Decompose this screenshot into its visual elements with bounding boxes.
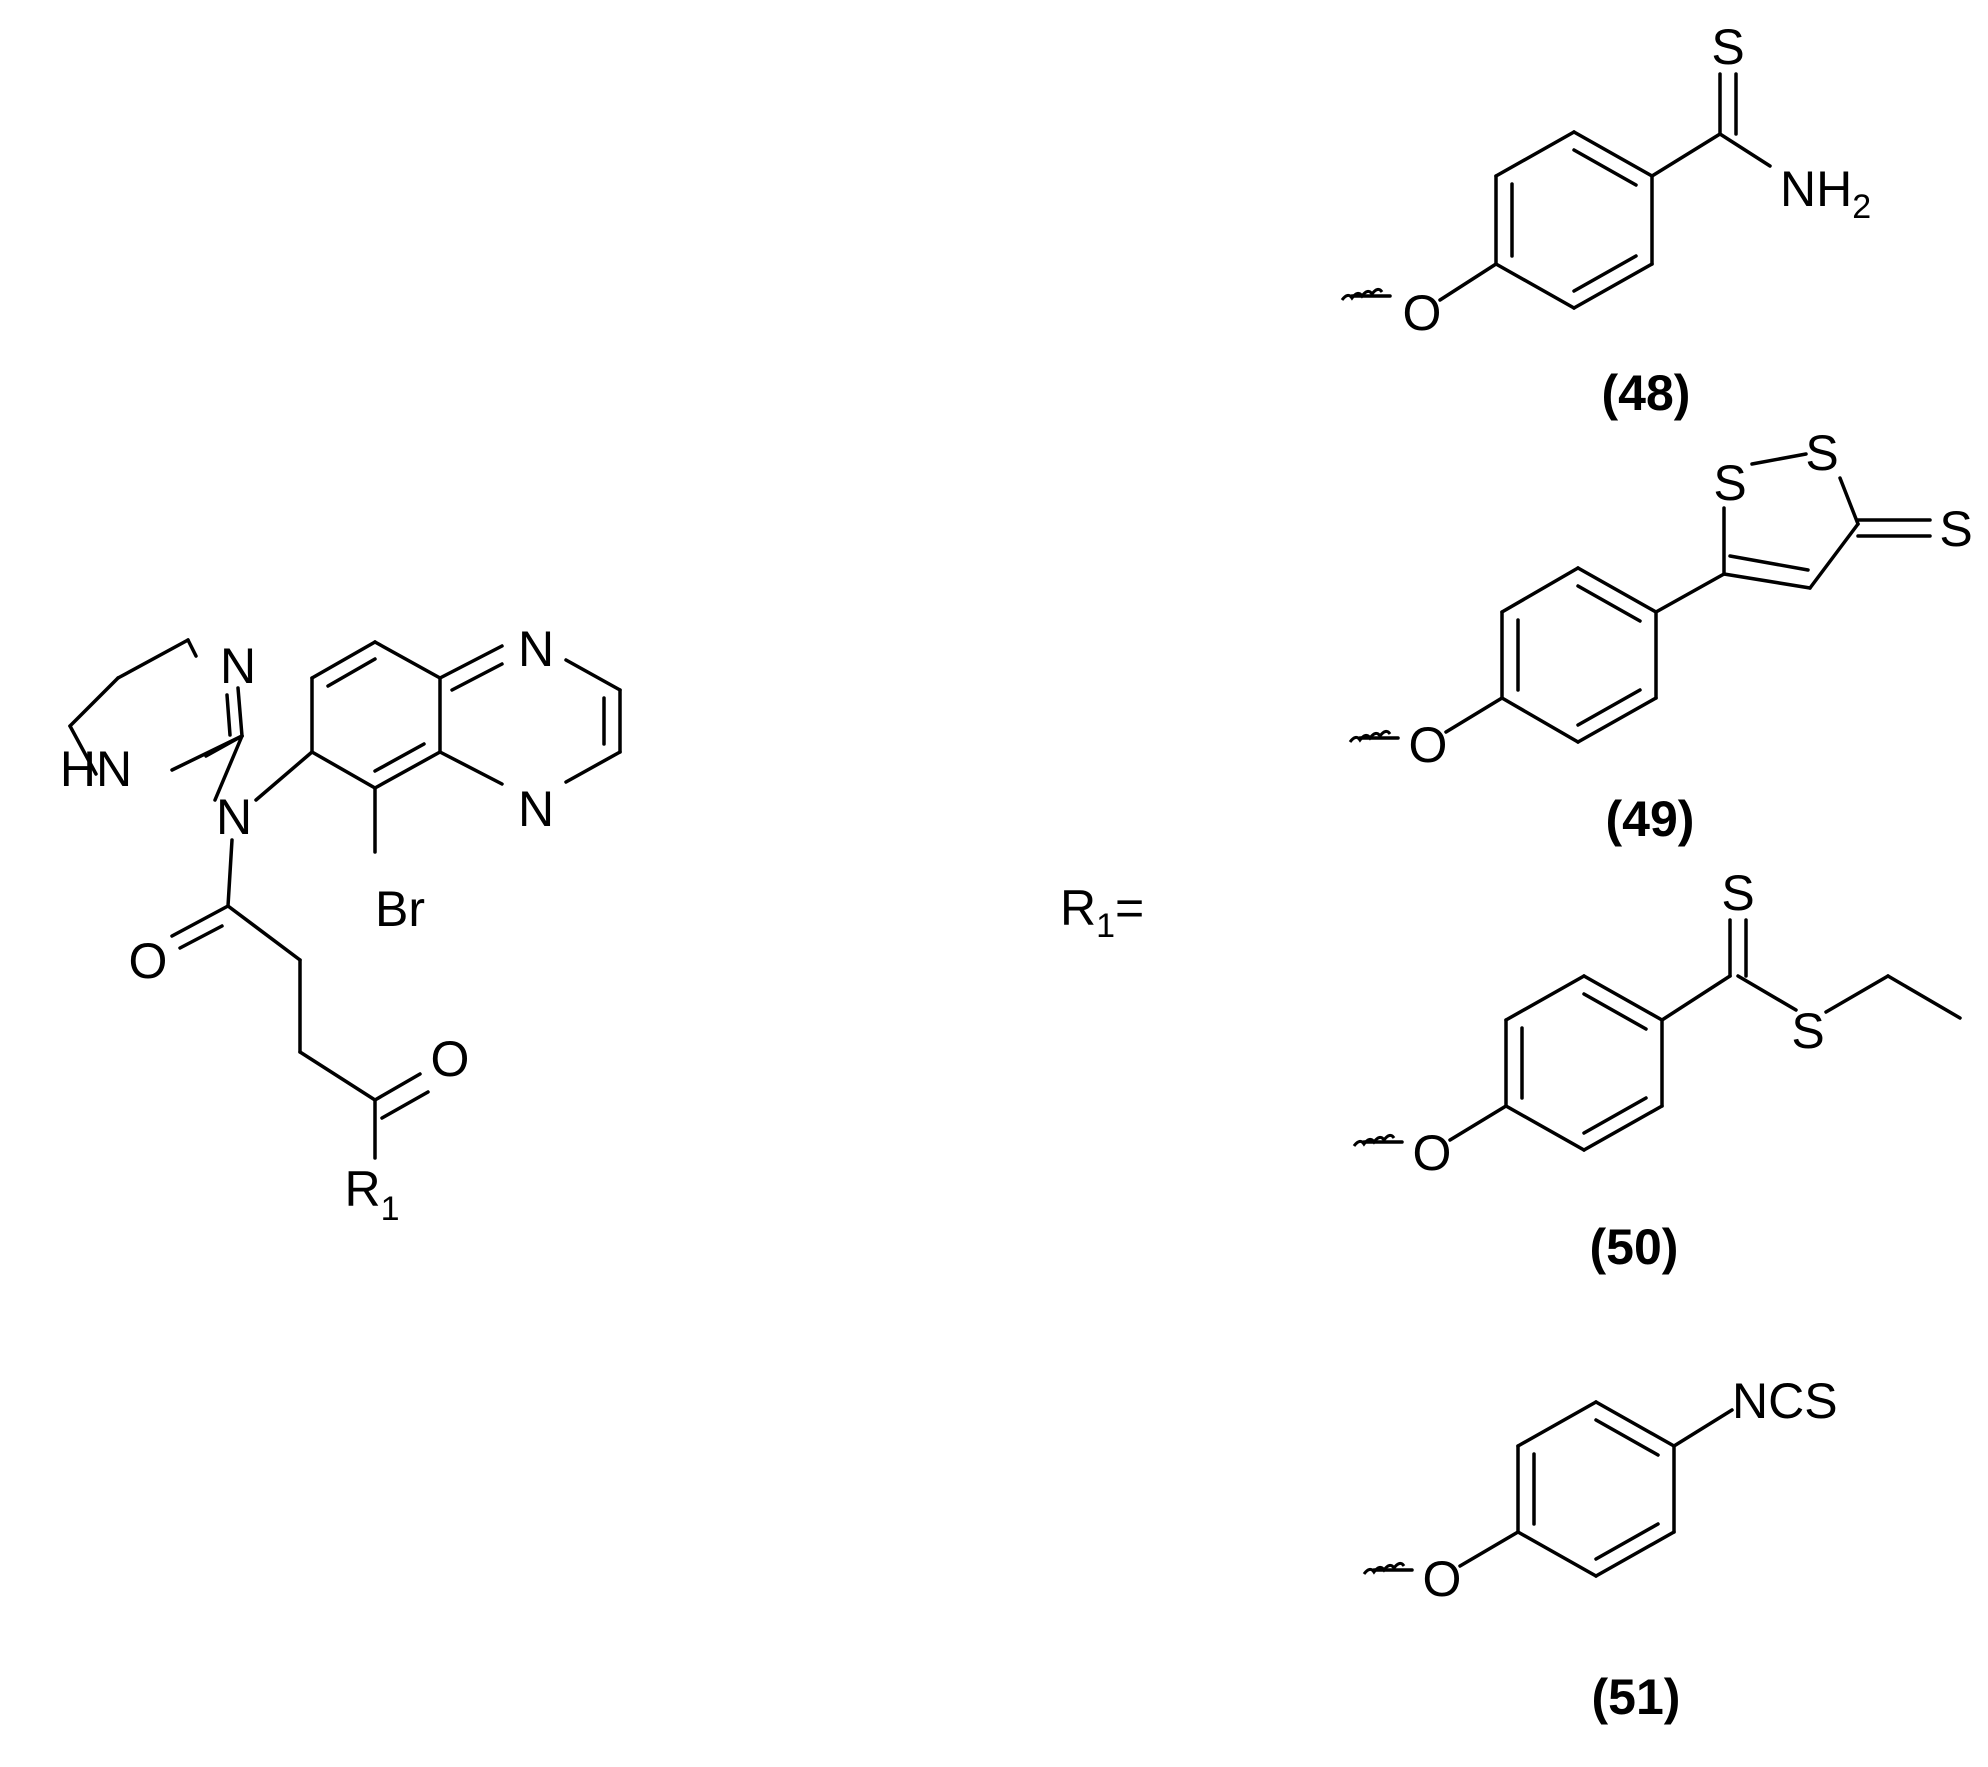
quinoxaline-n-bottom-label: N [518, 781, 554, 837]
ring-to-dithiole-bond [1654, 572, 1726, 614]
imidazoline-ring [68, 638, 244, 776]
thione-sulfur-label: S [1721, 865, 1754, 921]
imidazoline-n-label: N [220, 638, 256, 694]
nh2-label: NH2 [1780, 161, 1871, 226]
benzene-ring [1494, 130, 1654, 310]
sulfur-label: S [1711, 19, 1744, 75]
compound-50-label: (50) [1590, 1219, 1679, 1275]
ch2-ch3-bond [1886, 974, 1962, 1020]
oxygen-label: O [1413, 1125, 1452, 1181]
quinoxaline-n-top-label: N [518, 621, 554, 677]
ring-sulfur-2-label: S [1805, 425, 1838, 481]
r1-definition-label: R1= [1060, 880, 1144, 945]
quinoxaline-pyrazine-ring [438, 644, 622, 786]
o-to-ring-bond [1458, 1530, 1520, 1568]
ketone-c-o-double-bond-b [380, 1090, 430, 1120]
dithiole-ring [1722, 452, 1860, 590]
main-structure: N HN N N N B [60, 621, 622, 1228]
amide-n-to-ring-bond [254, 750, 314, 802]
ketone-oxygen-label: O [431, 1031, 470, 1087]
bromine-label: Br [375, 881, 425, 937]
substituent-49: O S S S (49) [1348, 425, 1973, 847]
amide-n-label: N [216, 789, 252, 845]
amide-n-to-carbonyl-bond [226, 838, 234, 908]
ring-to-dithioester-bond [1660, 974, 1732, 1022]
benzene-ring [1500, 566, 1658, 744]
chain-bond-3 [298, 1050, 377, 1102]
chain-bond-1 [226, 904, 302, 962]
quinoxaline-benzo-ring [310, 640, 442, 790]
c-s-single-bond [1736, 974, 1798, 1012]
imidazoline-nh-label: HN [60, 741, 132, 797]
compound-48-label: (48) [1602, 365, 1691, 421]
amide-oxygen-label: O [129, 933, 168, 989]
o-to-ring-bond [1444, 696, 1504, 734]
ketone-c-o-double-bond-a [373, 1072, 422, 1102]
c2-to-amide-n-bond [213, 734, 244, 802]
isothiocyanate-label: NCS [1732, 1373, 1838, 1429]
benzene-ring [1504, 974, 1664, 1152]
o-to-ring-bond [1438, 262, 1498, 302]
benzene-ring [1516, 1400, 1676, 1578]
ring-to-ncs-bond [1672, 1408, 1734, 1448]
compound-51-label: (51) [1592, 1669, 1681, 1725]
compound-49-label: (49) [1606, 791, 1695, 847]
ring-to-thioamide-bond [1650, 132, 1722, 178]
oxygen-label: O [1403, 285, 1442, 341]
s-ch2-bond [1824, 974, 1890, 1014]
c-n-bond [1718, 132, 1772, 168]
oxygen-label: O [1423, 1551, 1462, 1607]
substituent-51: O NCS (51) [1362, 1373, 1838, 1725]
oxygen-label: O [1409, 717, 1448, 773]
ring-sulfur-1-label: S [1713, 455, 1746, 511]
amide-c-o-double-bond-a [170, 904, 230, 938]
substituent-48: O S NH2 (48) [1340, 19, 1871, 421]
o-to-ring-bond [1448, 1104, 1508, 1142]
r1-group-label: R1 [344, 1161, 399, 1228]
thioester-sulfur-label: S [1791, 1003, 1824, 1059]
substituent-50: O S S (50) [1352, 865, 1962, 1275]
amide-c-o-double-bond-b [178, 924, 224, 950]
thione-sulfur-label: S [1939, 501, 1972, 557]
